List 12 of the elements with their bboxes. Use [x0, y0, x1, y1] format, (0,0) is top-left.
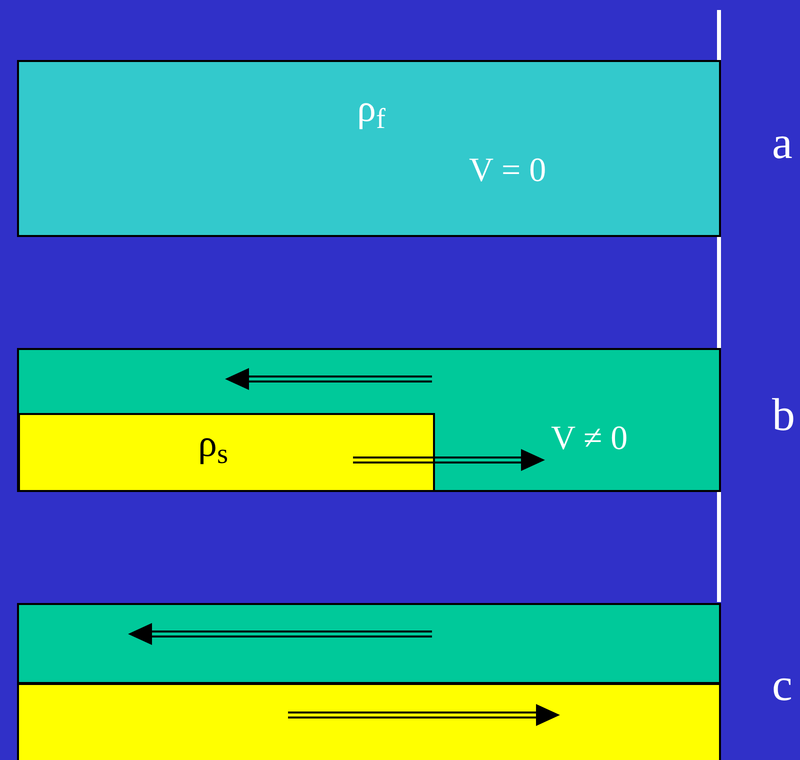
solid-layer	[18, 413, 435, 492]
fluid-layer	[17, 60, 721, 237]
panel-letter: c	[772, 662, 792, 708]
formula-label: V ≠ 0	[551, 422, 628, 456]
formula-label: ρ$_{f}$	[357, 90, 386, 128]
formula-label: V = 0	[469, 154, 546, 188]
formula-label: ρ$_{s}$	[198, 425, 228, 463]
solid-layer	[17, 683, 721, 760]
panel-letter: b	[772, 392, 795, 438]
fluid-layer	[17, 348, 721, 492]
fluid-layer	[17, 603, 721, 684]
panel-letter: a	[772, 120, 792, 166]
